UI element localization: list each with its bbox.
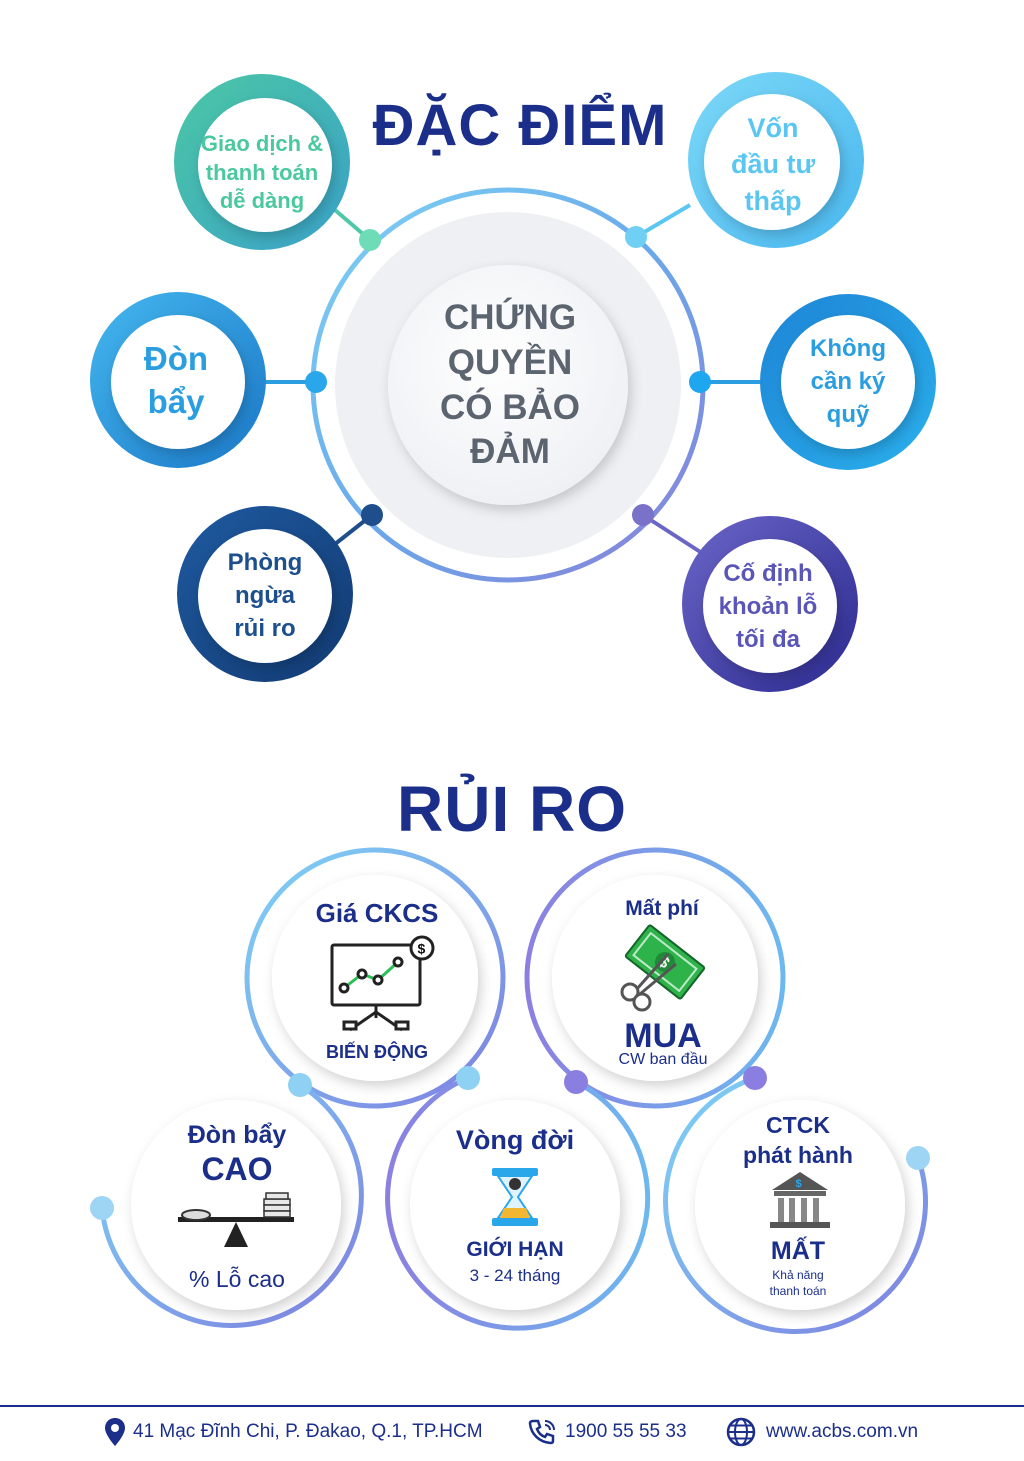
footer-phone[interactable]: 1900 55 55 33 xyxy=(527,1416,687,1448)
footer-divider xyxy=(0,1405,1024,1407)
node-co-dinh xyxy=(632,504,654,526)
bubble-don-bay xyxy=(90,292,266,468)
risk-caption-ctck: Khả năng thanh toán xyxy=(769,1268,827,1298)
node-von xyxy=(625,226,647,248)
risk-big-ctck: MẤT xyxy=(770,1237,826,1265)
presentation-chart-icon: $ xyxy=(330,935,435,1032)
feature-co-dinh: Cố định khoản lỗ tối đa xyxy=(718,560,818,654)
risk-heading-vong-doi: Vòng đời xyxy=(455,1125,575,1155)
node-ky-quy xyxy=(689,371,711,393)
footer-phone-text: 1900 55 55 33 xyxy=(565,1421,687,1442)
footer-address: 41 Mạc Đĩnh Chi, P. Đakao, Q.1, TP.HCM xyxy=(105,1416,483,1448)
risk-heading-ctck: CTCK phát hành xyxy=(743,1112,853,1168)
section-title-dac-diem: ĐẶC ĐIỂM xyxy=(372,93,668,158)
bubble-giao-dich xyxy=(174,74,350,250)
feature-don-bay: Đòn bẩy xyxy=(143,340,209,420)
location-pin-icon xyxy=(105,1418,125,1446)
seesaw-coins-icon xyxy=(178,1192,294,1247)
feature-khong-can-ky-quy: Không cần ký quỹ xyxy=(810,335,886,429)
risk-heading-gia-ckcs: Giá CKCS xyxy=(315,898,439,928)
node-giao-dich xyxy=(359,229,381,251)
globe-icon xyxy=(726,1417,756,1447)
main-center-disc xyxy=(388,265,628,505)
bubble-von xyxy=(688,72,864,248)
connector-co-dinh xyxy=(641,513,707,557)
risk-caption-gia-ckcs: BIẾN ĐỘNG xyxy=(325,1042,429,1062)
risk-big-mat-phi: MUA xyxy=(624,1017,702,1055)
risk-caption-don-bay: % Lỗ cao xyxy=(189,1266,285,1292)
risk-big-don-bay: CAO xyxy=(201,1151,273,1187)
feature-phong-ngua: Phòng ngừa rủi ro xyxy=(227,549,303,643)
risk-caption-mat-phi: CW ban đầu xyxy=(618,1051,708,1068)
risk-heading-don-bay: Đòn bẩy xyxy=(187,1121,287,1149)
risk-big-vong-doi: GIỚI HẠN xyxy=(466,1238,564,1261)
footer-address-text: 41 Mạc Đĩnh Chi, P. Đakao, Q.1, TP.HCM xyxy=(133,1421,483,1442)
footer-website-text: www.acbs.com.vn xyxy=(766,1421,919,1442)
svg-text:$: $ xyxy=(796,1178,802,1190)
footer-website[interactable]: www.acbs.com.vn xyxy=(726,1416,918,1448)
feature-giao-dich: Giao dịch & thanh toán dễ dàng xyxy=(200,131,324,214)
svg-text:$: $ xyxy=(418,941,426,957)
feature-von-dau-tu: Vốn đầu tư thấp xyxy=(730,113,816,216)
risk-ring-don-bay xyxy=(90,1073,364,1328)
hourglass-icon xyxy=(492,1168,538,1226)
bank-icon: $ xyxy=(770,1172,830,1228)
center-label: CHỨNG QUYỀN CÓ BẢO ĐẢM xyxy=(440,298,580,472)
risk-ring-ctck xyxy=(663,1066,930,1335)
bubble-co-dinh xyxy=(682,516,858,692)
bubble-phong-ngua xyxy=(177,506,353,682)
phone-icon xyxy=(528,1419,555,1445)
cut-money-icon: $ xyxy=(620,924,706,1012)
risk-caption-vong-doi: 3 - 24 tháng xyxy=(469,1266,561,1285)
section-title-rui-ro: RỦI RO xyxy=(397,773,627,845)
bubble-ky-quy xyxy=(760,294,936,470)
node-phong-ngua xyxy=(361,504,383,526)
risk-heading-mat-phi: Mất phí xyxy=(625,897,699,920)
node-don-bay xyxy=(305,371,327,393)
